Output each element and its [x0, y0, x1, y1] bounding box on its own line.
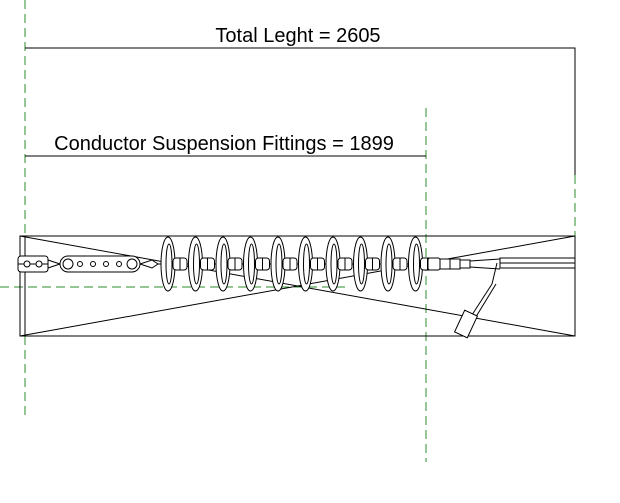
counterweight	[453, 309, 479, 339]
arcing-horn-arm-2	[473, 283, 497, 321]
extension-link-end-eye-left	[62, 258, 74, 270]
insulator-disc-rib	[385, 243, 393, 285]
clevis-fitting	[17, 255, 61, 273]
arcing-horn-stem	[491, 262, 498, 285]
envelope-rectangle	[19, 235, 576, 337]
total-length-label: Total Leght = 2605	[215, 25, 380, 47]
extension-link-hole-1	[77, 261, 83, 267]
extension-link-hole-2	[90, 261, 96, 267]
insulator-disc-rib	[413, 243, 420, 285]
insulator-disc-rib	[220, 243, 228, 285]
insulator-disc	[408, 236, 435, 292]
insulator-disc-rib	[275, 243, 283, 285]
extension-link-hole-4	[116, 261, 122, 267]
socket-eye-connector	[139, 259, 159, 269]
total-length-dimension-line	[25, 47, 576, 175]
conductor-fittings-dimension: Conductor Suspension Fittings = 1899	[25, 133, 426, 157]
insulator-disc	[270, 236, 298, 292]
insulator-disc	[215, 236, 243, 292]
conductor-side-fittings	[427, 257, 576, 339]
clevis-tongue-lower	[47, 263, 61, 269]
extension-link-hole-3	[103, 261, 109, 267]
extension-link-end-eye-right	[126, 258, 138, 270]
insulator-disc-string	[158, 236, 435, 292]
conductor-fittings-label: Conductor Suspension Fittings = 1899	[54, 133, 394, 155]
insulator-disc	[160, 236, 188, 292]
insulator-disc-rib	[248, 243, 255, 285]
insulator-disc-rib	[358, 243, 365, 285]
clamp-arm-lower	[469, 266, 501, 270]
insulator-disc	[188, 236, 215, 292]
clamp-arm-upper	[469, 258, 501, 262]
insulator-disc	[380, 236, 408, 292]
insulator-disc-rib	[330, 243, 338, 285]
clevis-hole-2	[35, 260, 43, 268]
clamp-bolt	[459, 259, 471, 269]
insulator-disc	[298, 236, 325, 292]
insulator-disc-rib	[193, 243, 200, 285]
insulator-disc-rib	[303, 243, 310, 285]
insulator-disc	[353, 236, 380, 292]
total-length-dimension: Total Leght = 2605	[25, 25, 576, 175]
insulator-disc-rib	[165, 243, 173, 285]
insulator-disc	[243, 236, 270, 292]
clevis-hole-1	[23, 260, 31, 268]
envelope-diagonal-up	[19, 235, 576, 337]
assembly-envelope	[19, 235, 576, 337]
arcing-horn-arm-1	[469, 283, 493, 319]
clevis-tongue	[47, 259, 61, 265]
extension-link	[59, 255, 159, 273]
insulator-disc	[325, 236, 353, 292]
socket-clevis	[427, 257, 441, 271]
